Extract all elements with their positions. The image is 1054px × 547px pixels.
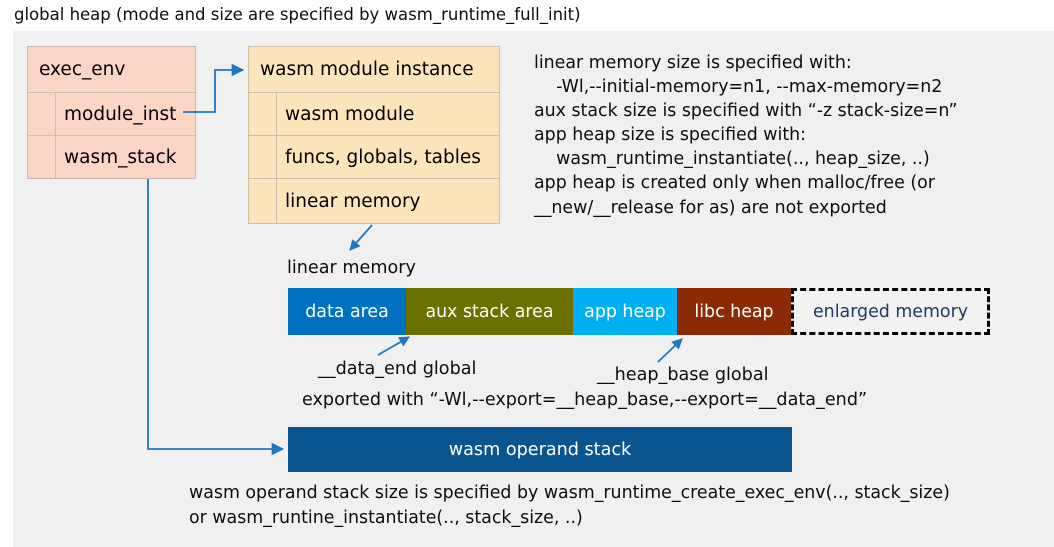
memory-segment-aux-stack-area: aux stack area (406, 288, 573, 335)
memory-segment-libc-heap: libc heap (677, 288, 791, 335)
module-instance-field-wasm-module: wasm module (249, 92, 499, 135)
wasm-operand-stack-bar: wasm operand stack (288, 427, 792, 472)
module-instance-field-wasm-module-label: wasm module (285, 103, 415, 125)
annotation-heap-base: __heap_base global (597, 365, 769, 385)
exec-env-header: exec_env (28, 47, 195, 92)
exec-env-field-wasm-stack-label: wasm_stack (64, 146, 177, 168)
module-instance-indent-rule (276, 92, 277, 223)
memory-segment-enlarged-memory: enlarged memory (791, 288, 990, 335)
memory-segment-app-heap-label: app heap (584, 301, 666, 322)
page-title: global heap (mode and size are specified… (14, 5, 581, 24)
module-instance-field-linear-memory: linear memory (249, 178, 499, 223)
linear-memory-notes: linear memory size is specified with: -W… (534, 53, 958, 218)
module-instance-box: wasm module instance wasm module funcs, … (248, 46, 500, 224)
exec-env-field-module-inst-label: module_inst (64, 103, 177, 125)
module-instance-field-funcs-globals-tables-label: funcs, globals, tables (285, 146, 481, 168)
memory-segment-data-area: data area (288, 288, 406, 335)
module-instance-field-funcs-globals-tables: funcs, globals, tables (249, 135, 499, 178)
exec-env-indent-rule (55, 92, 56, 178)
exec-env-header-label: exec_env (39, 59, 126, 80)
linear-memory-bar: data area aux stack area app heap libc h… (288, 288, 990, 335)
exec-env-field-module-inst: module_inst (28, 92, 195, 135)
annotation-exported-with: exported with “-Wl,--export=__heap_base,… (302, 390, 868, 410)
linear-memory-label: linear memory (287, 258, 416, 278)
exec-env-box: exec_env module_inst wasm_stack (27, 46, 196, 179)
annotation-data-end: __data_end global (318, 359, 477, 379)
wasm-operand-stack-label: wasm operand stack (448, 439, 632, 460)
memory-segment-libc-heap-label: libc heap (694, 301, 774, 322)
module-instance-header-label: wasm module instance (260, 59, 474, 80)
memory-segment-app-heap: app heap (573, 288, 677, 335)
module-instance-field-linear-memory-label: linear memory (285, 190, 421, 212)
memory-segment-aux-stack-area-label: aux stack area (425, 301, 554, 322)
memory-segment-enlarged-memory-label: enlarged memory (812, 301, 969, 322)
module-instance-header: wasm module instance (249, 47, 499, 92)
operand-stack-caption: wasm operand stack size is specified by … (189, 483, 950, 528)
exec-env-field-wasm-stack: wasm_stack (28, 135, 195, 178)
memory-segment-data-area-label: data area (305, 301, 389, 322)
